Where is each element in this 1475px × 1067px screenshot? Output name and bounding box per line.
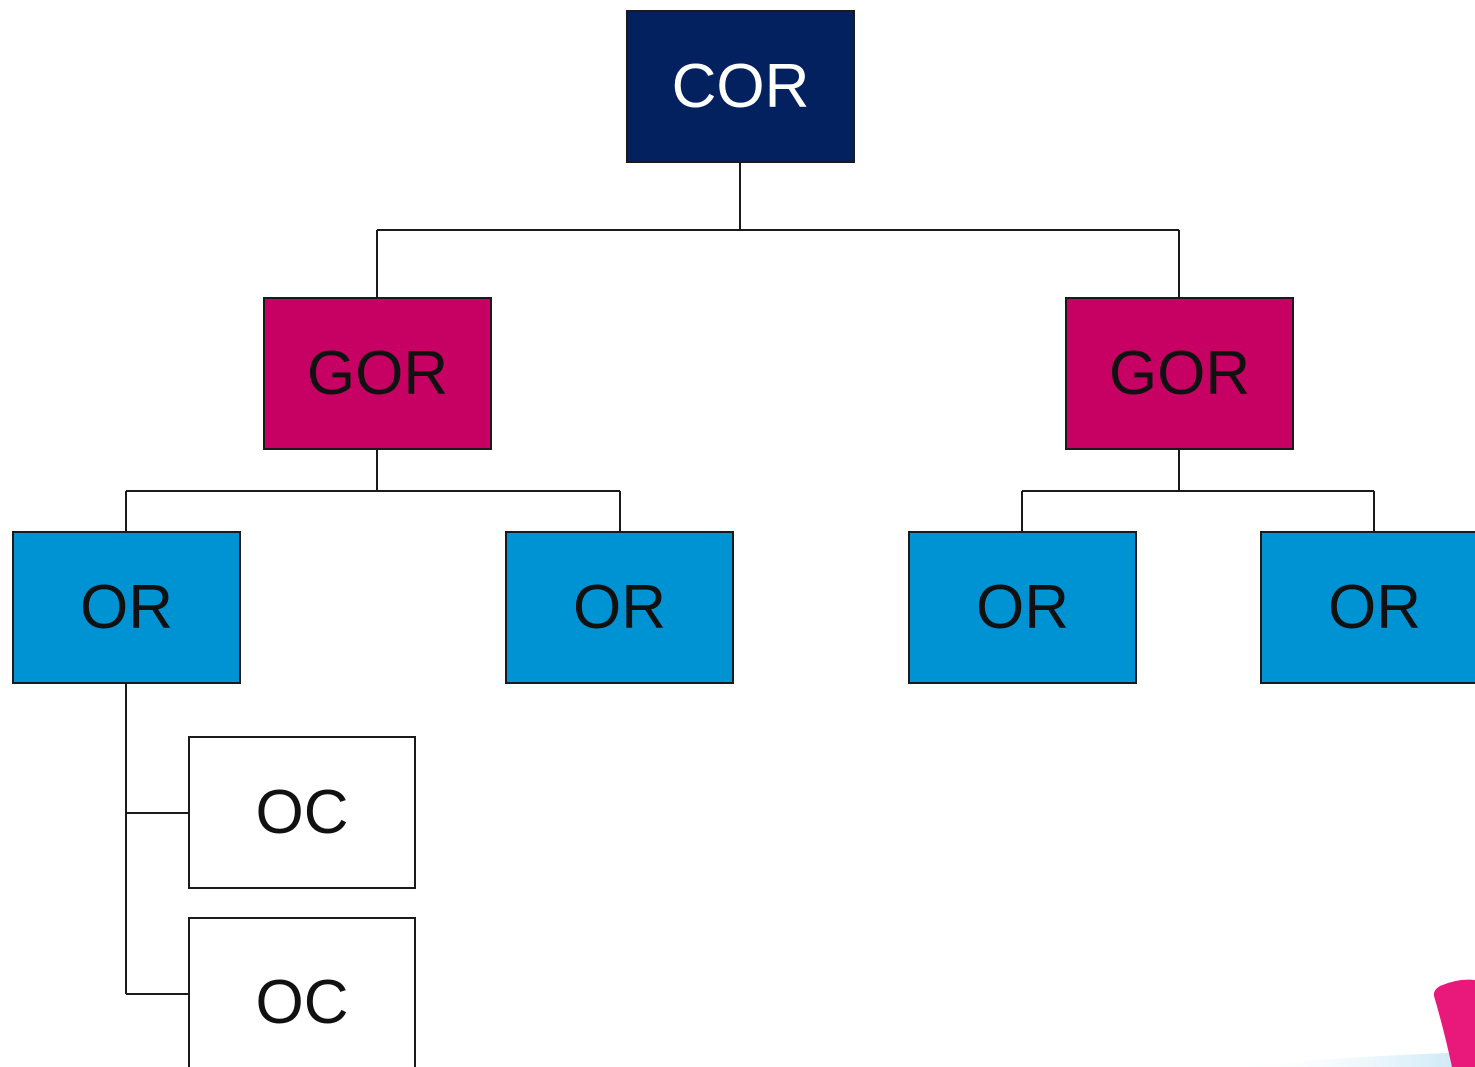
node-gor-label: GOR	[1108, 339, 1251, 408]
node-or-label: OR	[573, 573, 666, 642]
node-or-4: OR	[1260, 531, 1475, 684]
node-gor-right: GOR	[1065, 297, 1294, 450]
node-or-label: OR	[80, 573, 173, 642]
node-oc-label: OC	[255, 778, 349, 847]
pink-shape	[1433, 979, 1475, 1067]
node-cor: COR	[626, 10, 855, 163]
swoosh-shape	[1230, 1052, 1475, 1067]
node-oc-label: OC	[255, 967, 349, 1037]
node-gor-label: GOR	[306, 339, 449, 408]
node-gor-left: GOR	[263, 297, 492, 450]
node-cor-label: COR	[671, 52, 810, 121]
node-or-label: OR	[1328, 573, 1421, 642]
connector-gor2-or	[1021, 450, 1375, 531]
node-or-2: OR	[505, 531, 734, 684]
node-or-3: OR	[908, 531, 1137, 684]
connector-gor1-or	[125, 450, 621, 531]
connector-cor-gor	[376, 163, 1180, 297]
node-oc-2: OC	[188, 917, 416, 1067]
node-oc-1: OC	[188, 736, 416, 889]
connector-or1-oc	[125, 684, 188, 995]
node-or-1: OR	[12, 531, 241, 684]
node-or-label: OR	[976, 573, 1069, 642]
